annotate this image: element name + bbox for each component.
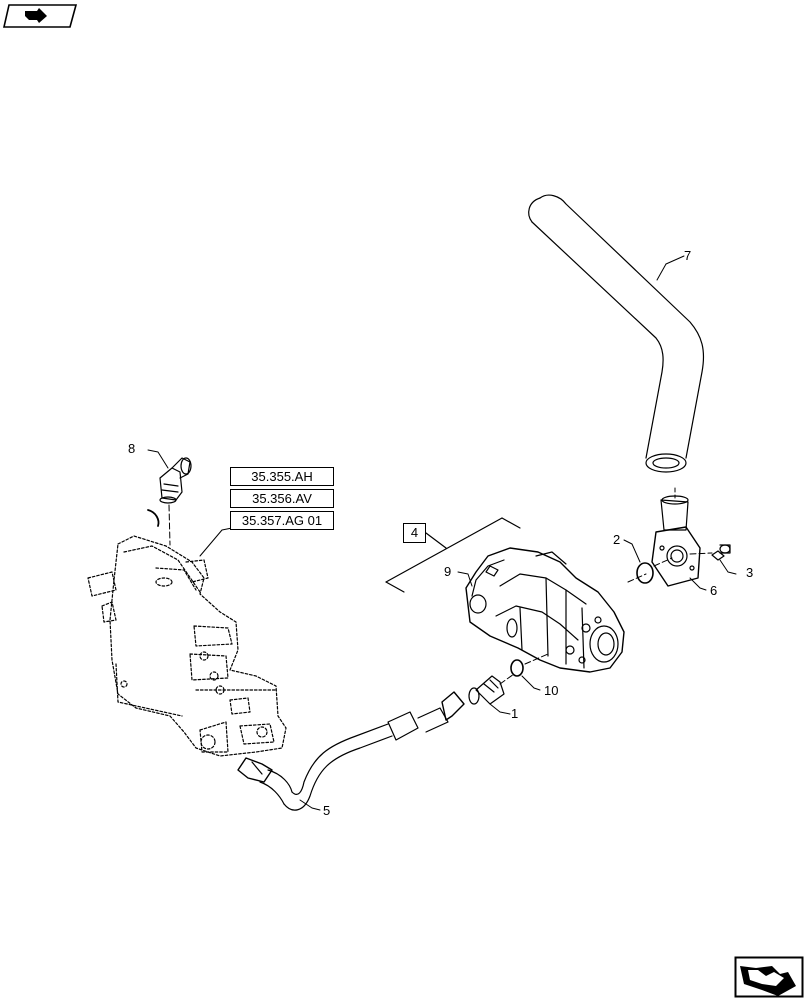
leader-3 <box>719 559 737 575</box>
center-lines <box>168 504 713 685</box>
o-ring-small <box>510 659 524 677</box>
leader-2 <box>623 539 641 563</box>
next-page-button[interactable] <box>734 956 804 998</box>
leader-9 <box>457 571 473 587</box>
gear-pump <box>465 547 625 673</box>
leader-6 <box>689 577 707 591</box>
ref-link-35-355-ah[interactable]: 35.355.AH <box>230 467 334 486</box>
control-valve-block <box>87 535 287 757</box>
elbow-fitting <box>159 457 192 504</box>
o-ring-large <box>636 562 654 584</box>
callout-2: 2 <box>613 532 621 547</box>
suction-tube <box>528 194 705 473</box>
callout-5: 5 <box>323 803 331 818</box>
callout-1: 1 <box>511 706 519 721</box>
hose-assembly <box>237 691 465 811</box>
bolt <box>711 544 731 561</box>
leader-valve <box>199 527 233 557</box>
previous-page-button[interactable] <box>2 3 78 29</box>
flange <box>651 495 701 587</box>
ref-link-35-356-av[interactable]: 35.356.AV <box>230 489 334 508</box>
callout-3: 3 <box>746 565 754 580</box>
adapter-fitting <box>468 675 505 705</box>
retaining-ring <box>147 509 160 527</box>
assembly-callout-4: 4 <box>403 523 426 543</box>
callout-7: 7 <box>684 248 692 263</box>
assembly-bracket <box>385 517 521 593</box>
ref-link-35-357-ag-01[interactable]: 35.357.AG 01 <box>230 511 334 530</box>
callout-10: 10 <box>544 683 559 698</box>
callout-8: 8 <box>128 441 136 456</box>
previous-page-arrow-icon <box>2 4 78 28</box>
leader-8 <box>147 449 169 469</box>
leader-1 <box>489 703 511 715</box>
leader-lines <box>147 255 737 811</box>
callout-6: 6 <box>710 583 718 598</box>
next-page-arrow-icon <box>734 956 804 998</box>
callout-9: 9 <box>444 564 452 579</box>
leader-7 <box>665 255 685 265</box>
leader-10 <box>521 675 541 691</box>
leader-5 <box>299 799 321 811</box>
